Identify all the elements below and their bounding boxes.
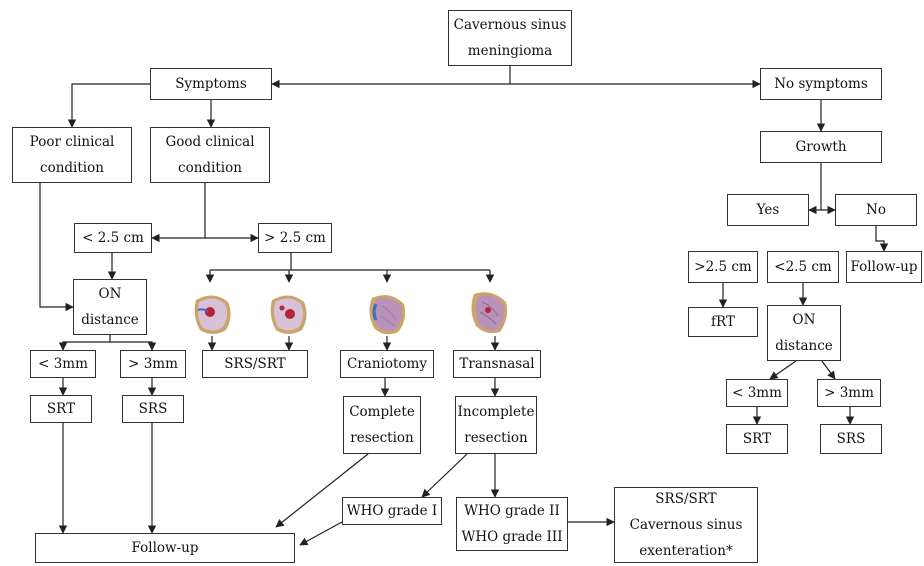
brain-illustration-2-icon: [270, 295, 307, 334]
edge-incomplete-who1: [421, 453, 468, 498]
brain-illustration-1-icon: [194, 295, 231, 334]
edge-no-followup: [875, 226, 889, 252]
brain-illustration-3-icon: [369, 295, 406, 335]
node-srs-right: SRS: [820, 424, 882, 454]
node-no: No: [835, 194, 917, 226]
node-craniotomy: Craniotomy: [340, 350, 434, 378]
edge-who1-followup: [299, 521, 343, 546]
node-srt-left: SRT: [30, 395, 92, 423]
node-incomplete-resection: Incomplete resection: [455, 396, 537, 454]
edge-symptoms-poor: [67, 83, 150, 128]
edge-on-lt3: [58, 335, 111, 351]
edge-on-gt3: [110, 341, 157, 351]
node-complete-resection: Complete resection: [343, 396, 421, 454]
brain-illustration-4-icon: [471, 292, 508, 334]
edge-on-gt3-right: [821, 360, 836, 380]
node-good-clinical-condition: Good clinical condition: [150, 127, 270, 183]
node-srs-left: SRS: [122, 395, 184, 423]
node-gt-3mm-left: > 3mm: [120, 350, 186, 378]
node-follow-up-left: Follow-up: [35, 533, 295, 563]
node-cavernous-sinus-meningioma: Cavernous sinus meningioma: [448, 10, 572, 66]
node-gt-3mm-right: > 3mm: [817, 379, 881, 407]
node-follow-up-right: Follow-up: [846, 251, 922, 283]
node-lt-3mm-right: < 3mm: [726, 379, 788, 407]
edge-complete-followup: [275, 453, 369, 528]
node-no-symptoms: No symptoms: [760, 68, 882, 100]
node-yes: Yes: [727, 194, 809, 226]
node-poor-clinical-condition: Poor clinical condition: [12, 127, 132, 183]
node-on-distance-right: ON distance: [767, 305, 841, 361]
node-srs-srt: SRS/SRT: [202, 350, 308, 378]
node-frt: fRT: [688, 307, 758, 337]
node-srs-srt-exenteration: SRS/SRT Cavernous sinus exenteration*: [614, 487, 758, 563]
node-lt-2-5cm-right: <2.5 cm: [767, 251, 839, 283]
node-gt-2-5cm-right: >2.5 cm: [688, 251, 758, 283]
node-gt-2-5cm-left: > 2.5 cm: [258, 223, 332, 253]
node-srt-right: SRT: [726, 424, 788, 454]
edge-on-lt3-right: [769, 360, 797, 380]
node-lt-3mm-left: < 3mm: [30, 350, 96, 378]
edge-root-symptoms: [271, 66, 511, 89]
node-who-grade-2-3: WHO grade II WHO grade III: [456, 497, 568, 551]
node-symptoms: Symptoms: [150, 68, 272, 100]
node-on-distance-left: ON distance: [73, 279, 147, 335]
node-growth: Growth: [760, 131, 882, 163]
edge-poor-on: [39, 183, 74, 312]
node-lt-2-5cm-left: < 2.5 cm: [74, 223, 152, 253]
node-who-grade-1: WHO grade I: [342, 497, 442, 525]
edge-good-lt25: [151, 183, 206, 243]
node-transnasal: Transnasal: [453, 350, 541, 378]
